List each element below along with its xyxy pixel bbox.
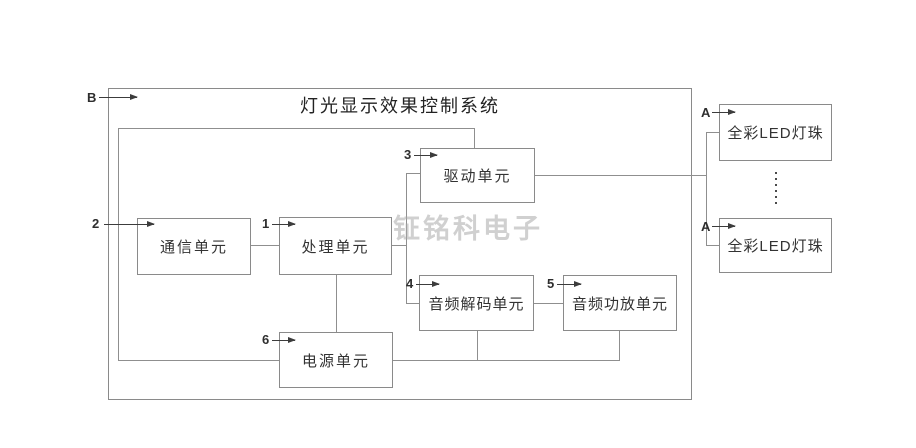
led-label-bottom: 全彩LED灯珠	[727, 238, 824, 255]
unit-box-processing: 处理单元	[279, 217, 392, 275]
leader-arrow-icon-power	[272, 337, 296, 343]
connector-loop-left	[118, 128, 119, 361]
connector-amp-drop	[619, 331, 620, 360]
connector-decode-drop	[477, 331, 478, 360]
connector-loop-to-drive-top	[474, 128, 475, 148]
connector-loop-top	[118, 128, 475, 129]
ref-number-audio-amp: 5	[547, 276, 555, 291]
watermark-text: 钲铭科电子	[393, 214, 543, 244]
ref-number-drive: 3	[404, 147, 412, 162]
leader-arrow-icon-system	[99, 94, 138, 100]
unit-box-power: 电源单元	[279, 332, 393, 388]
unit-box-communication: 通信单元	[137, 218, 251, 275]
unit-box-drive: 驱动单元	[420, 148, 535, 203]
unit-box-audio-amp: 音频功放单元	[563, 275, 677, 331]
led-box-bottom: 全彩LED灯珠	[719, 218, 832, 273]
ref-number-communication: 2	[92, 216, 100, 231]
connector-led2-in	[706, 245, 719, 246]
connector-led1-in	[706, 132, 719, 133]
unit-label-power: 电源单元	[301, 352, 370, 370]
leader-arrow-icon-audio-amp	[557, 281, 582, 287]
ref-number-led-bottom: A	[701, 219, 711, 234]
connector-mid-vertical	[406, 173, 407, 304]
connector-led-branch	[706, 132, 707, 246]
unit-label-audio-amp: 音频功放单元	[571, 295, 668, 313]
leader-arrow-icon-drive	[414, 152, 438, 158]
system-boundary-box	[108, 88, 692, 400]
unit-label-processing: 处理单元	[301, 238, 370, 256]
connector-drive-output	[535, 175, 707, 176]
connector-comm-proc	[251, 245, 279, 246]
ref-number-led-top: A	[701, 105, 711, 120]
leader-arrow-icon-led-top	[712, 109, 736, 115]
connector-power-right	[393, 360, 620, 361]
ref-number-audio-decode: 4	[406, 276, 414, 291]
connector-proc-stub	[392, 245, 407, 246]
leader-arrow-icon-audio-decode	[416, 281, 440, 287]
leader-arrow-icon-communication	[104, 221, 155, 227]
led-box-top: 全彩LED灯珠	[719, 104, 832, 161]
unit-label-drive: 驱动单元	[443, 168, 512, 185]
system-title: 灯光显示效果控制系统	[300, 96, 500, 116]
led-label-top: 全彩LED灯珠	[727, 125, 824, 142]
unit-label-audio-decode: 音频解码单元	[428, 295, 525, 313]
ref-number-system: B	[87, 90, 97, 105]
connector-decode-amp	[534, 303, 563, 304]
connector-proc-power	[336, 275, 337, 332]
ref-number-processing: 1	[262, 216, 270, 231]
ellipsis-dots-icon	[775, 172, 777, 208]
leader-arrow-icon-processing	[272, 221, 296, 227]
connector-to-decode	[406, 303, 419, 304]
unit-label-communication: 通信单元	[159, 239, 228, 256]
connector-to-drive	[406, 173, 420, 174]
ref-number-power: 6	[262, 332, 270, 347]
leader-arrow-icon-led-bottom	[712, 223, 736, 229]
connector-power-left	[118, 360, 279, 361]
